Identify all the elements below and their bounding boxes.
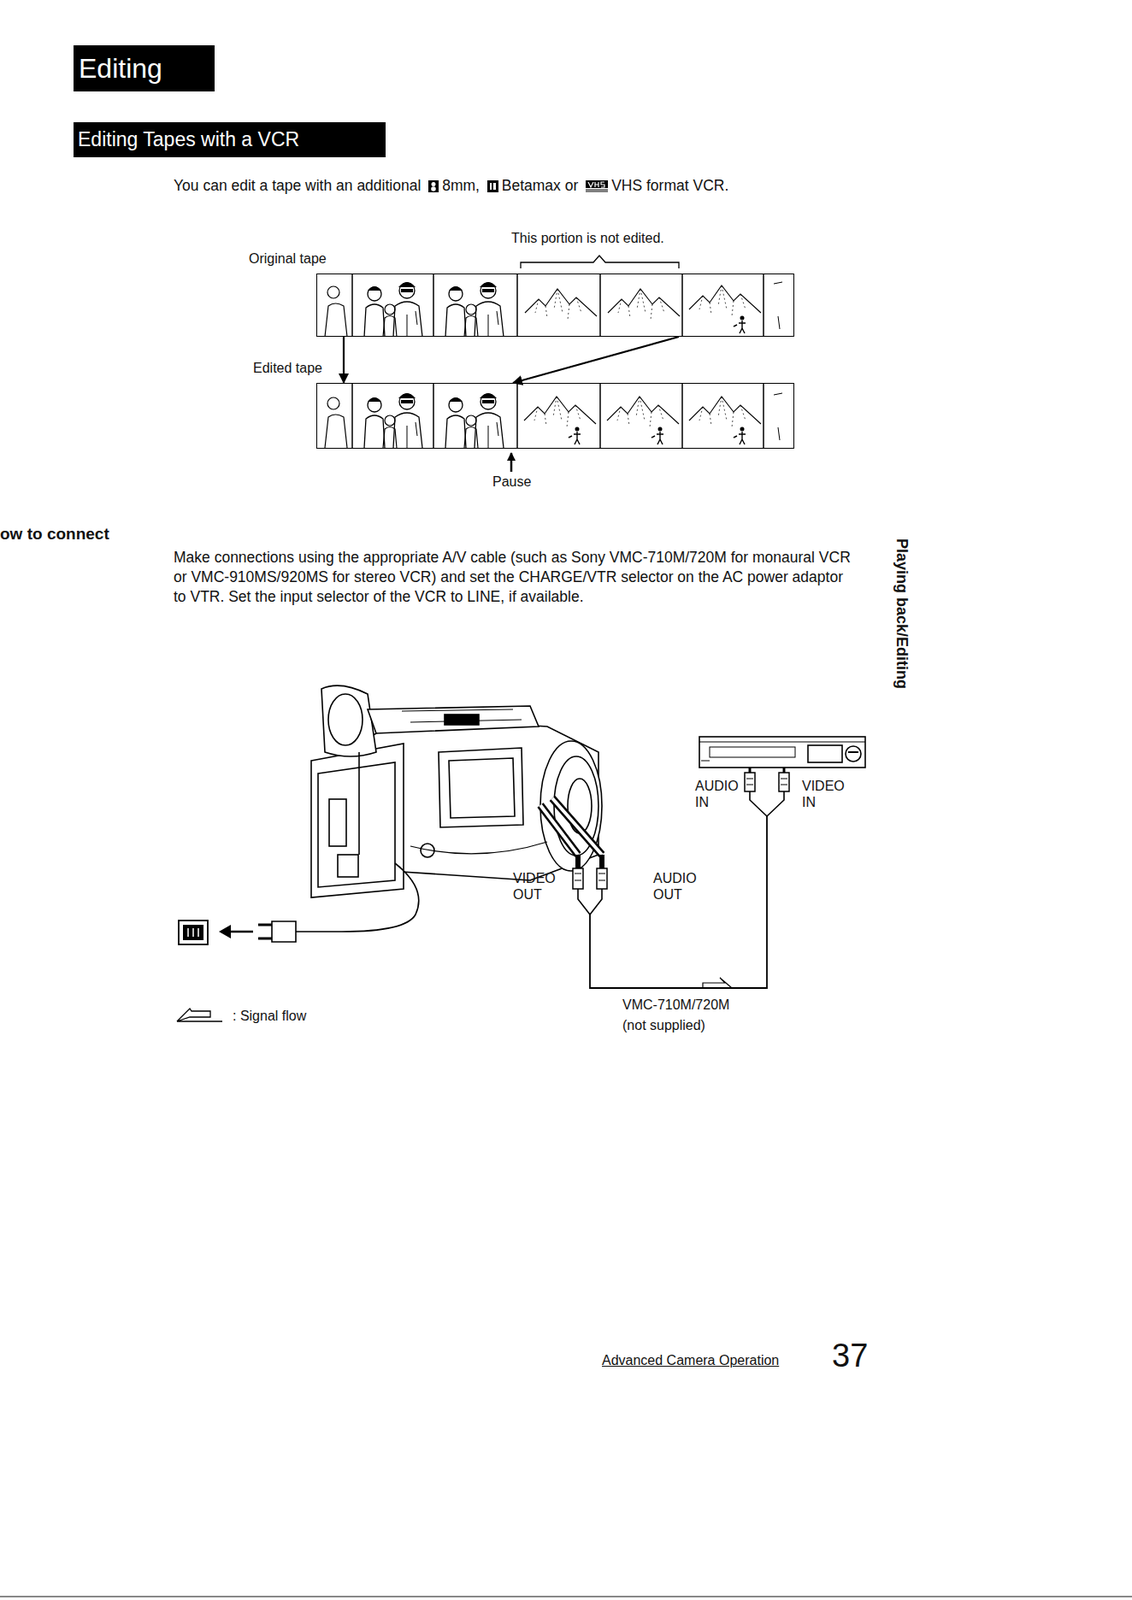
- section-heading: ow to connect: [0, 524, 110, 544]
- side-tab: Playing back/Editing: [892, 538, 911, 690]
- format-logo-8mm: [428, 180, 439, 193]
- page-number: 37: [831, 1337, 868, 1375]
- vcr-drawing: [699, 736, 866, 768]
- signal-flow-mark: [702, 978, 732, 989]
- cable-note: (not supplied): [622, 1018, 706, 1034]
- page-edge: [0, 1596, 1132, 1598]
- pause-arrow: [510, 453, 513, 472]
- pause-label: Pause: [492, 474, 531, 490]
- bracket: [520, 255, 679, 269]
- camcorder: VIDEO OUT AUDIO OUT: [303, 683, 706, 915]
- bracket-note: This portion is not edited.: [511, 230, 665, 247]
- camcorder-drawing: [311, 685, 602, 898]
- title-band: Editing: [73, 45, 215, 92]
- section-band: Editing Tapes with a VCR: [73, 122, 386, 158]
- tape-arrow: [512, 336, 679, 384]
- node-label: AUDIO OUT: [653, 870, 707, 903]
- vcr: AUDIO IN VIDEO IN: [692, 731, 864, 817]
- format-text: VHS format VCR.: [611, 176, 729, 195]
- footer-section: Advanced Camera Operation: [601, 1353, 779, 1369]
- node-label: VIDEO OUT: [512, 870, 566, 903]
- legend-sample: [176, 1008, 223, 1022]
- vcr-input-plugs: [744, 767, 790, 817]
- node-label: Original tape: [248, 250, 327, 267]
- format-logo-betamax: [487, 180, 499, 193]
- node-label: Edited tape: [253, 359, 323, 377]
- original-tape-frames: [324, 273, 783, 337]
- tape-strip: Edited tape: [316, 383, 795, 449]
- tape-strip: Original tape: [316, 273, 795, 337]
- node-label: VIDEO IN: [801, 778, 855, 811]
- edited-tape-frames: [324, 383, 783, 449]
- intro-text: You can edit a tape with an additional: [173, 176, 421, 195]
- format-text: 8mm,: [442, 176, 480, 195]
- node-label: AUDIO IN: [695, 778, 749, 811]
- instruction-paragraph: Make connections using the appropriate A…: [173, 548, 858, 608]
- band-text: Editing Tapes with a VCR: [77, 128, 300, 151]
- legend-text: : Signal flow: [232, 1008, 307, 1025]
- format-logo-vhs: [585, 180, 608, 193]
- av-cable-connector: [589, 816, 767, 989]
- tape-arrow: [342, 336, 345, 384]
- cable-label: VMC-710M/720M: [622, 996, 730, 1014]
- format-text: Betamax or: [501, 176, 578, 195]
- intro-line: You can edit a tape with an additional 8…: [173, 176, 729, 195]
- title: Editing: [73, 53, 163, 84]
- power-cord: [178, 863, 419, 945]
- av-cable: [540, 798, 608, 915]
